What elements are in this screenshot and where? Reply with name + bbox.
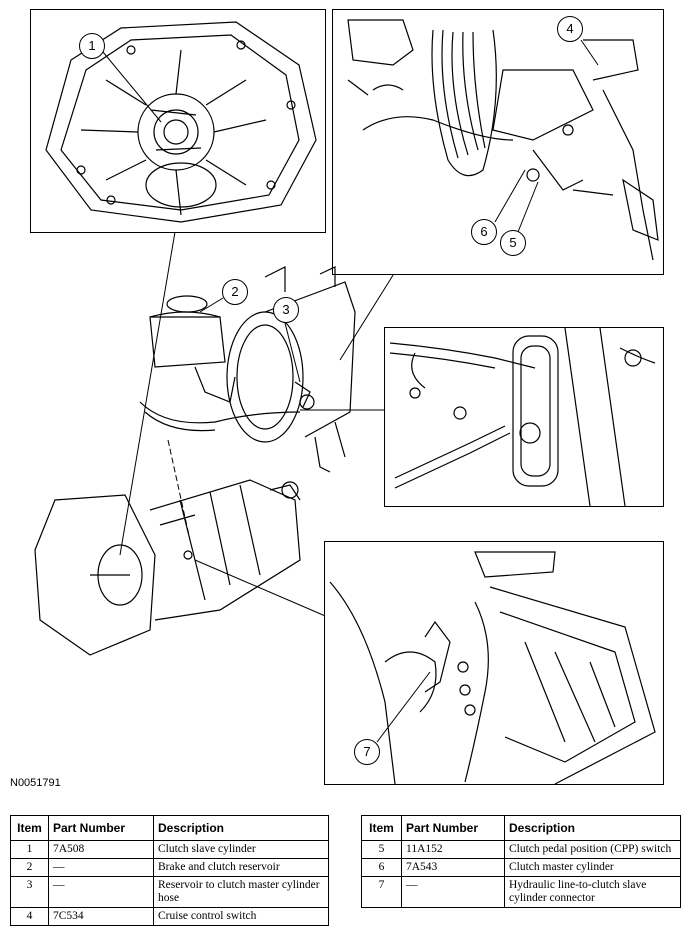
transmission-drawing [34, 479, 301, 656]
transmission-view [30, 470, 330, 660]
hose-firewall-drawing [389, 328, 656, 506]
header-part-number: Part Number [401, 815, 505, 841]
parts-table-right: Item Part Number Description 5 11A152 Cl… [361, 815, 681, 908]
cell-description: Cruise control switch [153, 907, 329, 926]
main-assembly-view: 2 3 [135, 262, 385, 477]
cell-description: Brake and clutch reservoir [153, 858, 329, 877]
cell-part-number: — [401, 876, 505, 908]
header-item: Item [361, 815, 402, 841]
hose-detail-view [384, 327, 664, 507]
connector-detail-view: 7 [324, 541, 664, 785]
connector-drawing [329, 551, 656, 784]
callout-2: 2 [222, 279, 248, 305]
leader-slave-cylinder [119, 231, 176, 556]
table-row: 3 — Reservoir to clutch master cylinder … [10, 876, 329, 908]
cell-part-number: — [48, 876, 154, 908]
cell-item: 3 [10, 876, 49, 908]
leader-pedal-box [339, 271, 396, 361]
callout-1: 1 [79, 33, 105, 59]
callout-6: 6 [471, 219, 497, 245]
cell-part-number: 7C534 [48, 907, 154, 926]
cell-item: 4 [10, 907, 49, 926]
table-row: 6 7A543 Clutch master cylinder [361, 858, 681, 877]
table-header-row: Item Part Number Description [361, 815, 681, 841]
figure-id: N0051791 [10, 777, 61, 789]
master-cylinder-drawing [139, 266, 356, 473]
cell-description: Clutch master cylinder [504, 858, 681, 877]
cell-part-number: — [48, 858, 154, 877]
cell-part-number: 7A508 [48, 840, 154, 859]
cell-item: 6 [361, 858, 402, 877]
cell-description: Hydraulic line-to-clutch slave cylinder … [504, 876, 681, 908]
table-row: 7 — Hydraulic line-to-clutch slave cylin… [361, 876, 681, 908]
callout-3: 3 [273, 297, 299, 323]
header-description: Description [153, 815, 329, 841]
cell-description: Reservoir to clutch master cylinder hose [153, 876, 329, 908]
cell-item: 5 [361, 840, 402, 859]
pedal-box-detail-view: 4 6 5 [332, 9, 664, 275]
header-item: Item [10, 815, 49, 841]
table-row: 1 7A508 Clutch slave cylinder [10, 840, 329, 859]
table-row: 4 7C534 Cruise control switch [10, 907, 329, 926]
header-description: Description [504, 815, 681, 841]
bellhousing-drawing [45, 21, 317, 223]
table-header-row: Item Part Number Description [10, 815, 329, 841]
leader-connector-detail [194, 559, 331, 619]
callout-5: 5 [500, 230, 526, 256]
table-row: 5 11A152 Clutch pedal position (CPP) swi… [361, 840, 681, 859]
cell-item: 2 [10, 858, 49, 877]
header-part-number: Part Number [48, 815, 154, 841]
bellhousing-detail-view: 1 [30, 9, 326, 233]
cell-item: 7 [361, 876, 402, 908]
pedal-box-drawing [347, 19, 659, 261]
cell-description: Clutch slave cylinder [153, 840, 329, 859]
callout-7: 7 [354, 739, 380, 765]
callout-4: 4 [557, 16, 583, 42]
cell-part-number: 7A543 [401, 858, 505, 877]
cell-item: 1 [10, 840, 49, 859]
table-row: 2 — Brake and clutch reservoir [10, 858, 329, 877]
cell-description: Clutch pedal position (CPP) switch [504, 840, 681, 859]
parts-table-left: Item Part Number Description 1 7A508 Clu… [10, 815, 329, 926]
cell-part-number: 11A152 [401, 840, 505, 859]
